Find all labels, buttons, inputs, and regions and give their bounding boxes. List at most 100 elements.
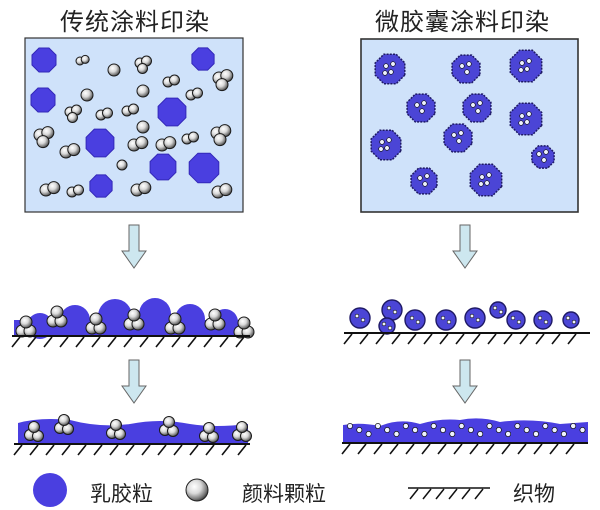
- fabric-hatch: [123, 336, 133, 348]
- encapsulated-pigment: [384, 427, 391, 433]
- latex-particle: [31, 47, 57, 73]
- encapsulated-pigment: [379, 139, 385, 145]
- legend-latex-label: 乳胶粒: [90, 482, 153, 506]
- microcapsule: [533, 310, 553, 330]
- fabric-hatch: [187, 336, 197, 348]
- fabric-hatch: [107, 336, 117, 348]
- fabric-hatch: [77, 444, 87, 456]
- encapsulated-pigment: [537, 315, 543, 321]
- fabric-hatch: [139, 336, 149, 348]
- fabric-hatch: [487, 333, 497, 345]
- microcapsule-cured-film: [341, 418, 588, 455]
- microcapsule: [374, 53, 406, 85]
- microcapsule: [406, 93, 436, 123]
- encapsulated-pigment: [440, 427, 446, 433]
- fabric-hatch: [59, 336, 69, 348]
- pigment-particle: [127, 308, 141, 322]
- encapsulated-pigment: [378, 146, 384, 152]
- fabric-hatch: [237, 444, 247, 456]
- fabric-hatch: [535, 333, 545, 345]
- encapsulated-pigment: [542, 423, 549, 429]
- microcapsule: [489, 301, 507, 319]
- encapsulated-pigment: [467, 427, 474, 433]
- encapsulated-pigment: [484, 180, 490, 186]
- latex-film: [343, 418, 588, 442]
- pigment-particle: [58, 414, 70, 426]
- fabric-hatch: [461, 488, 471, 500]
- fabric-hatch: [27, 336, 37, 348]
- encapsulated-pigment: [523, 427, 530, 433]
- microcapsule: [443, 123, 473, 153]
- pigment-particle: [36, 135, 50, 149]
- fabric-hatch: [93, 444, 103, 456]
- fabric-hatch: [29, 444, 39, 456]
- fabric-hatch: [567, 333, 577, 345]
- encapsulated-pigment: [384, 145, 390, 151]
- encapsulated-pigment: [541, 157, 547, 163]
- encapsulated-pigment: [421, 431, 428, 437]
- encapsulated-pigment: [475, 108, 481, 114]
- encapsulated-pigment: [392, 309, 398, 315]
- pigment-particles-dispersion: [33, 54, 234, 199]
- fabric-hatch: [61, 444, 71, 456]
- fabric-hatch: [375, 333, 385, 345]
- encapsulated-pigment: [459, 63, 465, 69]
- encapsulated-pigment: [570, 423, 577, 429]
- pigment-particle: [67, 112, 78, 123]
- fabric-hatch: [501, 443, 511, 455]
- legend-pigment-label: 颜料颗粒: [242, 482, 326, 506]
- pigment-particle: [73, 184, 84, 196]
- microcapsule: [562, 311, 580, 329]
- fabric-hatch: [155, 336, 165, 348]
- fabric-hatch: [109, 444, 119, 456]
- microcapsule: [451, 54, 481, 84]
- encapsulated-pigment: [514, 423, 521, 429]
- fabric-hatch: [203, 336, 213, 348]
- legend-latex-icon: [33, 473, 67, 507]
- fabric-hatch: [565, 443, 575, 455]
- latex-particle: [30, 87, 56, 113]
- pigment-particle: [188, 131, 199, 143]
- encapsulated-pigment: [382, 70, 388, 76]
- encapsulated-pigment: [524, 66, 530, 72]
- pigment-particle: [107, 63, 121, 77]
- encapsulated-pigment: [524, 119, 530, 125]
- pigment-particle: [237, 316, 251, 330]
- encapsulated-pigment: [526, 111, 532, 117]
- fabric-hatch: [519, 333, 529, 345]
- pigment-particle: [213, 133, 227, 147]
- encapsulated-pigment: [456, 138, 462, 144]
- fabric-hatch: [11, 336, 21, 348]
- microcapsule: [404, 309, 426, 331]
- pigment-particle: [138, 181, 152, 195]
- encapsulated-pigment: [492, 305, 498, 311]
- microcapsule: [435, 309, 457, 331]
- pigment-particle: [236, 421, 248, 433]
- encapsulated-pigment: [440, 315, 446, 321]
- encapsulated-pigment: [347, 423, 353, 429]
- fabric-hatch: [141, 444, 151, 456]
- fabric-hatch: [533, 443, 543, 455]
- encapsulated-pigment: [466, 61, 472, 67]
- encapsulated-pigment: [519, 113, 525, 119]
- encapsulated-pigment: [486, 172, 492, 178]
- encapsulated-pigment: [518, 67, 524, 73]
- encapsulated-pigment: [526, 58, 532, 64]
- fabric-hatch: [455, 333, 465, 345]
- pigment-particle: [203, 422, 215, 434]
- fabric-hatch: [503, 333, 513, 345]
- encapsulated-pigment: [374, 423, 381, 429]
- pigment-particle: [116, 159, 128, 171]
- encapsulated-pigment: [477, 100, 483, 106]
- fabric-hatch: [341, 443, 351, 455]
- process-arrows: [121, 224, 478, 404]
- encapsulated-pigment: [536, 151, 542, 157]
- encapsulated-pigment: [409, 315, 415, 321]
- fabric-hatch: [407, 333, 417, 345]
- fabric-hatch: [235, 336, 245, 348]
- encapsulated-pigment: [360, 317, 366, 323]
- pigment-particle: [28, 421, 40, 433]
- microcapsule-deposited-layer: [343, 299, 590, 345]
- pigment-particle: [169, 74, 180, 86]
- fabric-hatch: [469, 443, 479, 455]
